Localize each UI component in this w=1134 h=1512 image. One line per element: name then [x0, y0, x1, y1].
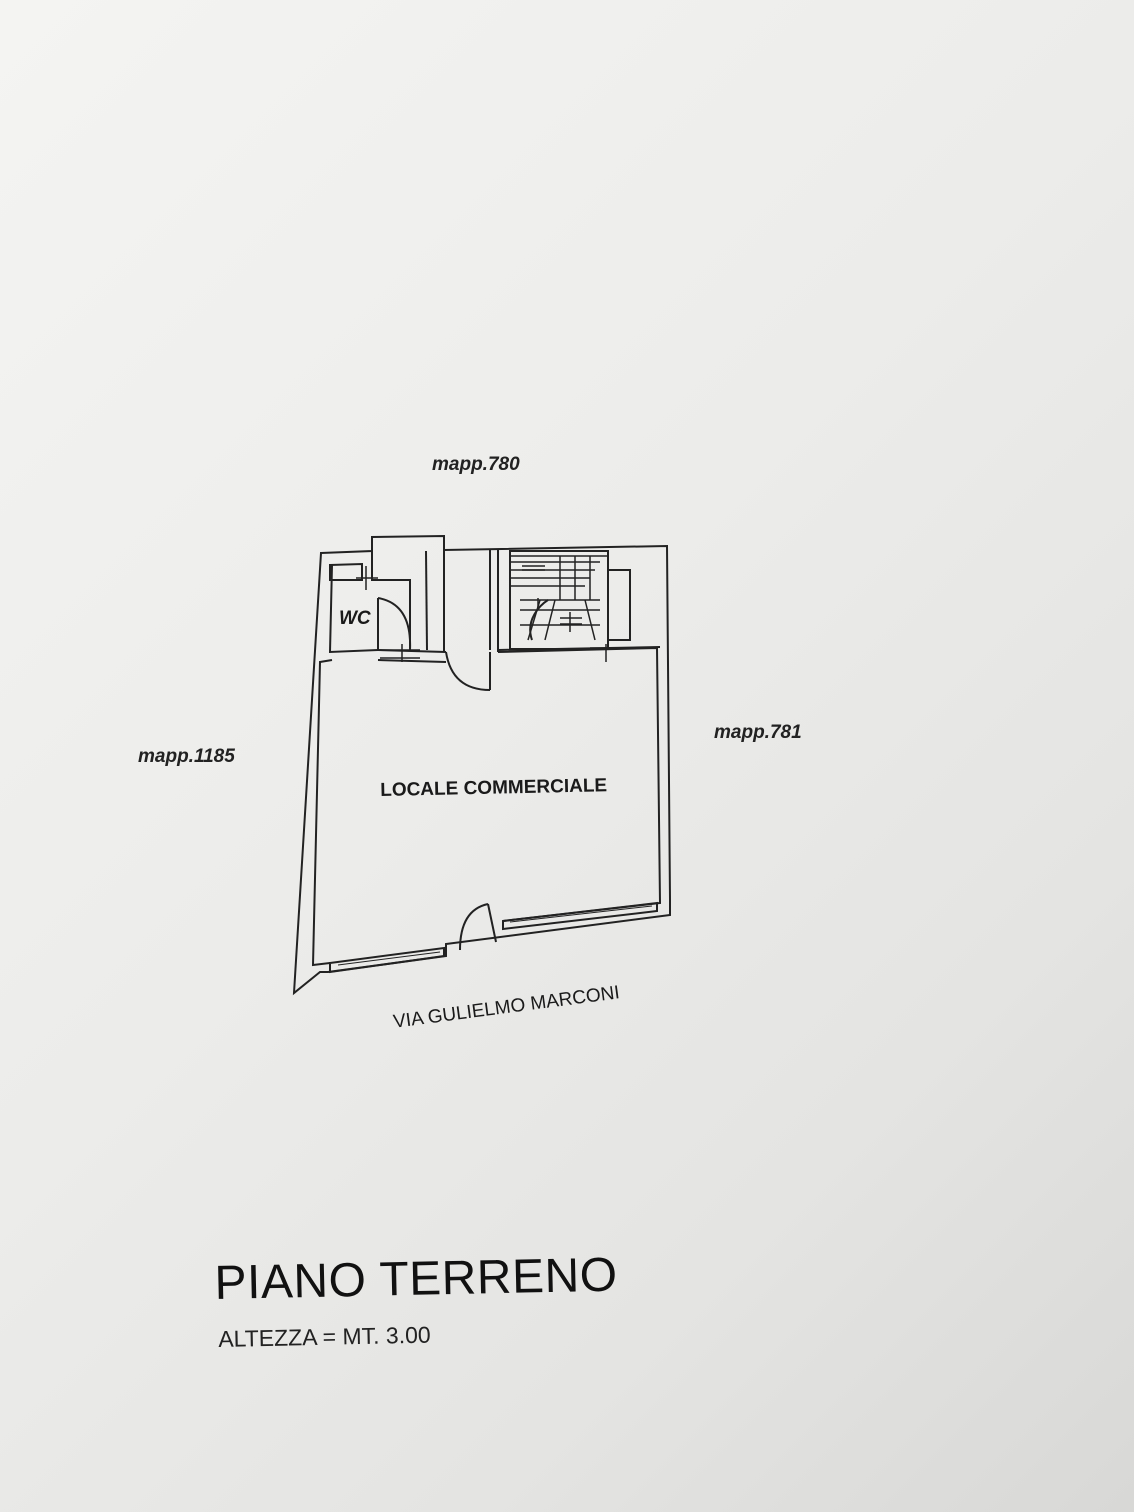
shop-window-right [502, 901, 658, 931]
room-label-wc: WC [339, 608, 371, 629]
stair-block [509, 550, 609, 650]
ceiling-height: ALTEZZA = MT. 3.00 [218, 1321, 431, 1352]
neighbor-parcel-west: mapp.1185 [138, 746, 235, 767]
entrance-door [459, 903, 489, 951]
shop-window-left [329, 946, 445, 974]
stair-treads [510, 555, 608, 641]
interior-door [445, 651, 491, 691]
fixture-marks [356, 565, 625, 662]
outer-wall [292, 534, 671, 996]
wc-partition [371, 551, 411, 650]
wc-door [377, 597, 412, 651]
stair-arc [529, 599, 549, 641]
inner-wall [329, 562, 363, 581]
main-room-wall [311, 659, 333, 967]
wc-room-wall [328, 564, 379, 654]
floor-title: PIANO TERRENO [214, 1248, 619, 1310]
neighbor-parcel-east: mapp.781 [714, 722, 802, 743]
neighbor-parcel-north: mapp.780 [432, 454, 520, 475]
